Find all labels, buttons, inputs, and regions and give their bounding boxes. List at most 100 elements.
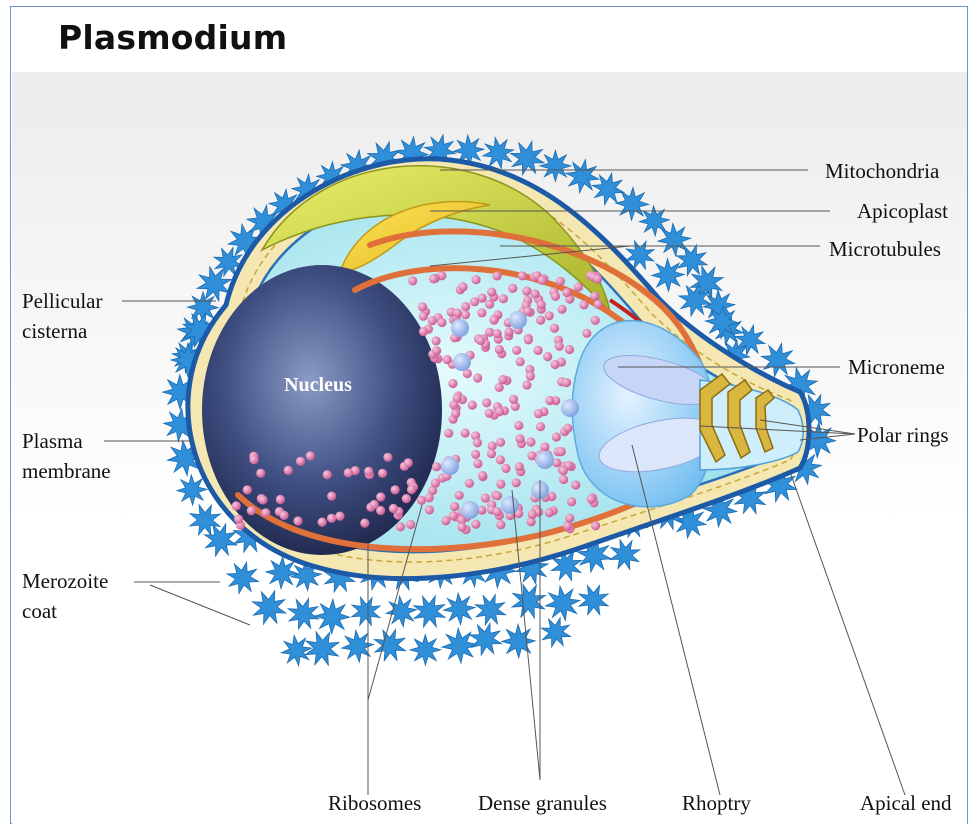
coat-star <box>541 618 570 647</box>
nucleus-shape <box>202 265 442 555</box>
ribosome <box>591 521 600 530</box>
coat-star <box>177 475 207 505</box>
ribosome <box>571 480 580 489</box>
ribosome <box>563 521 572 530</box>
ribosome <box>408 276 417 285</box>
ribosome <box>471 450 480 459</box>
ribosome <box>495 383 504 392</box>
dense-granule <box>536 451 554 469</box>
ribosome <box>515 434 524 443</box>
dense-granules-label: Dense granules <box>478 790 607 817</box>
ribosome <box>501 464 510 473</box>
ribosome <box>496 520 505 529</box>
ribosome <box>396 522 405 531</box>
ribosome <box>579 300 588 309</box>
ribosome <box>376 492 385 501</box>
ribosome <box>526 372 535 381</box>
ribosome <box>516 357 525 366</box>
ribosome <box>476 336 485 345</box>
ribosome <box>562 378 571 387</box>
ribosome <box>431 479 440 488</box>
ribosome <box>461 428 470 437</box>
ribosome <box>545 311 554 320</box>
ribosome <box>457 523 466 532</box>
ribosome <box>499 294 508 303</box>
dense-granule <box>441 457 459 475</box>
nucleus-label: Nucleus <box>268 374 368 397</box>
dense-granule <box>453 353 471 371</box>
ribosome <box>364 467 373 476</box>
ribosome <box>565 345 574 354</box>
ribosome <box>256 469 265 478</box>
coat-star <box>414 596 445 627</box>
ribosome <box>453 308 462 317</box>
ribosome <box>508 284 517 293</box>
ribosome <box>545 508 554 517</box>
ribosomes-label: Ribosomes <box>328 790 421 817</box>
ribosome <box>556 277 565 286</box>
ribosome <box>284 466 293 475</box>
ribosome <box>455 491 464 500</box>
ribosome <box>432 462 441 471</box>
ribosome <box>593 274 602 283</box>
ribosome <box>524 335 533 344</box>
ribosome <box>574 282 583 291</box>
merozoite-coat-label-line2: coat <box>22 598 57 625</box>
ribosome <box>505 327 514 336</box>
ribosome <box>528 510 537 519</box>
coat-star <box>386 596 417 627</box>
ribosome <box>545 396 554 405</box>
polar-rings-label: Polar rings <box>857 422 949 449</box>
coat-star <box>579 585 608 614</box>
ribosome <box>428 316 437 325</box>
coat-star <box>374 630 405 661</box>
apical-end-label: Apical end <box>860 790 952 817</box>
ribosome <box>444 429 453 438</box>
ribosome <box>534 346 543 355</box>
coat-star <box>502 624 536 658</box>
ribosome <box>335 511 344 520</box>
ribosome <box>481 493 490 502</box>
ribosome <box>432 346 441 355</box>
ribosome <box>557 447 566 456</box>
coat-star <box>288 599 319 630</box>
ribosome <box>522 380 531 389</box>
ribosome <box>590 292 599 301</box>
ribosome <box>555 342 564 351</box>
ribosome <box>478 471 487 480</box>
ribosome <box>562 288 571 297</box>
ribosome <box>487 449 496 458</box>
ribosome <box>234 515 243 524</box>
ribosome <box>563 424 572 433</box>
pellicular-label-line1: Pellicular <box>22 288 102 315</box>
ribosome <box>429 274 438 283</box>
ribosome <box>473 459 482 468</box>
coat-star <box>352 597 381 626</box>
ribosome <box>449 400 458 409</box>
ribosome <box>512 346 521 355</box>
ribosome <box>450 502 459 511</box>
rhoptry-label: Rhoptry <box>682 790 751 817</box>
ribosome <box>461 302 470 311</box>
dense-granule <box>501 496 519 514</box>
ribosome <box>247 506 256 515</box>
ribosome <box>441 516 450 525</box>
ribosome <box>448 379 457 388</box>
ribosome <box>407 485 416 494</box>
ribosome <box>465 479 474 488</box>
ribosome <box>485 409 494 418</box>
plasma-membrane-label-line1: Plasma <box>22 428 83 455</box>
ribosome <box>261 508 270 517</box>
plasma-membrane-label-line2: membrane <box>22 458 111 485</box>
ribosome <box>594 300 603 309</box>
ribosome <box>306 451 315 460</box>
pellicular-label-line2: cisterna <box>22 318 87 345</box>
dense-granule <box>561 399 579 417</box>
ribosome <box>296 457 305 466</box>
dense-granule <box>509 311 527 329</box>
coat-star <box>315 599 350 634</box>
ribosome <box>582 329 591 338</box>
coat-star <box>442 628 477 663</box>
ribosome <box>495 345 504 354</box>
ribosome <box>591 316 600 325</box>
